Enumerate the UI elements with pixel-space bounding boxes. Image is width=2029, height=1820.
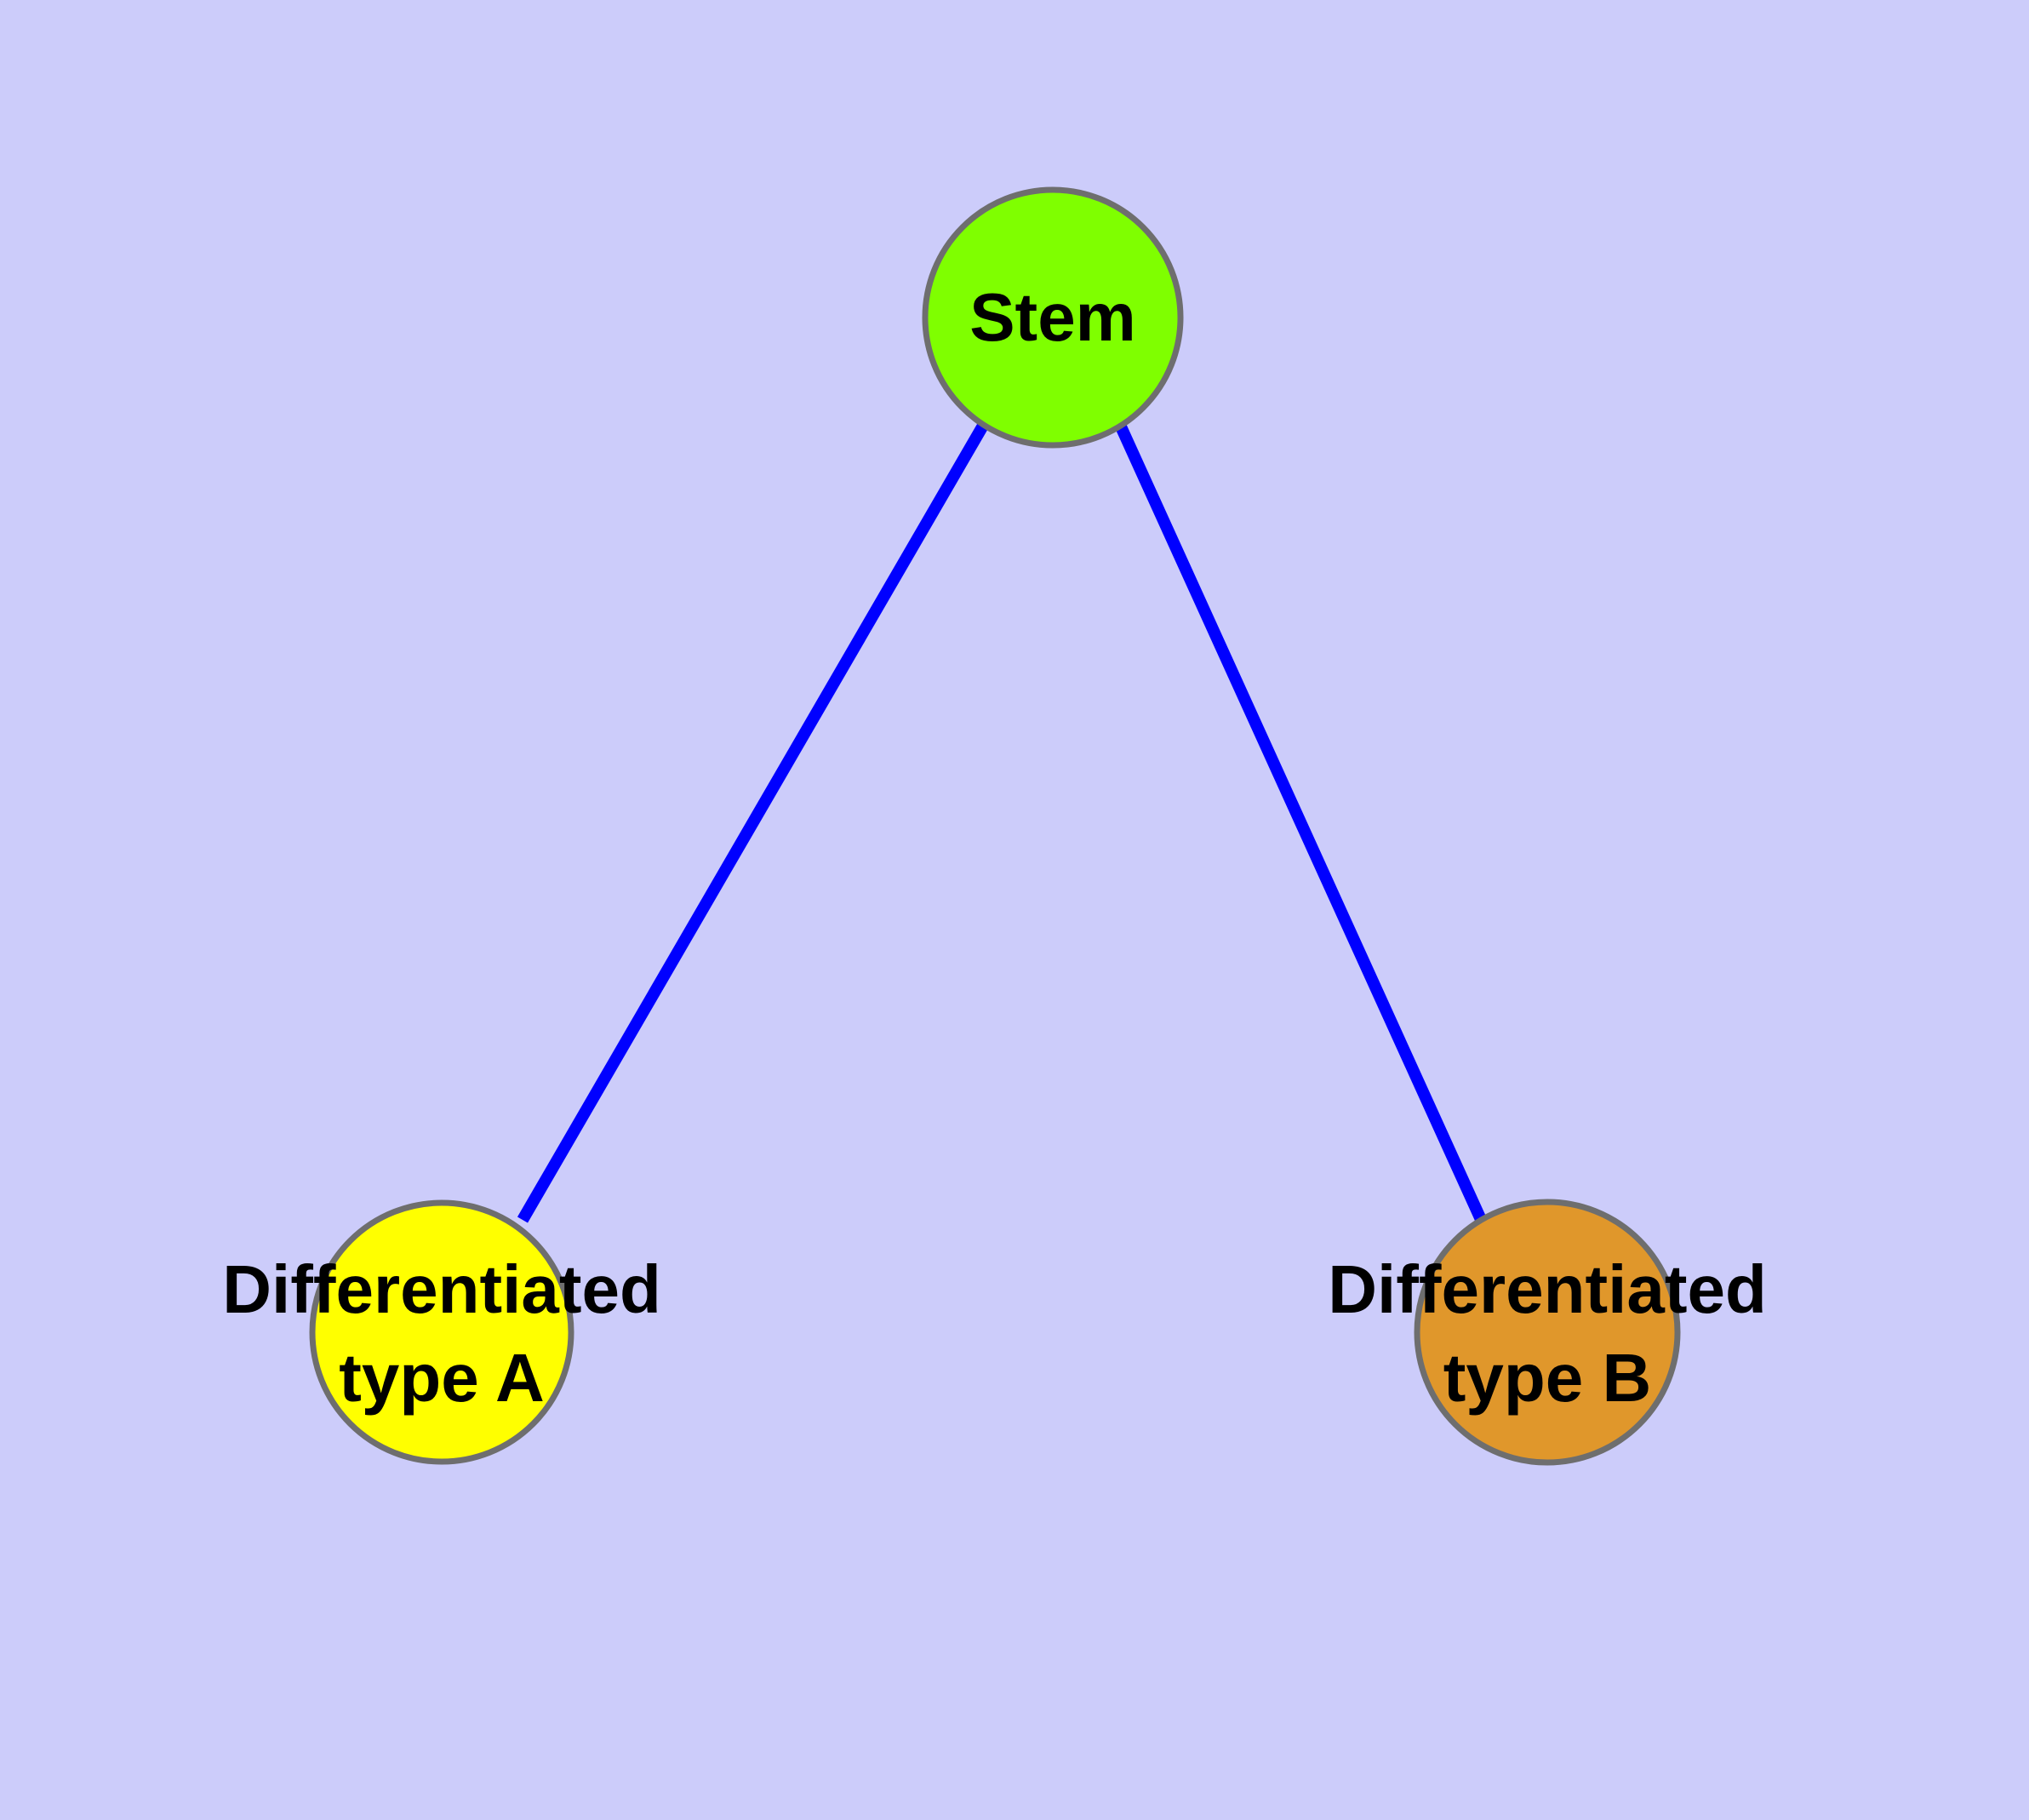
edge-stem-to-differentiated-type-a[interactable]	[517, 422, 989, 1223]
edge-layer	[517, 422, 1489, 1226]
node-stem[interactable]	[922, 186, 1184, 449]
edge-stem-to-differentiated-type-b[interactable]	[1114, 422, 1489, 1226]
node-layer	[309, 186, 1681, 1466]
node-differentiated-type-b[interactable]	[1414, 1199, 1681, 1466]
node-differentiated-type-a[interactable]	[309, 1199, 574, 1465]
